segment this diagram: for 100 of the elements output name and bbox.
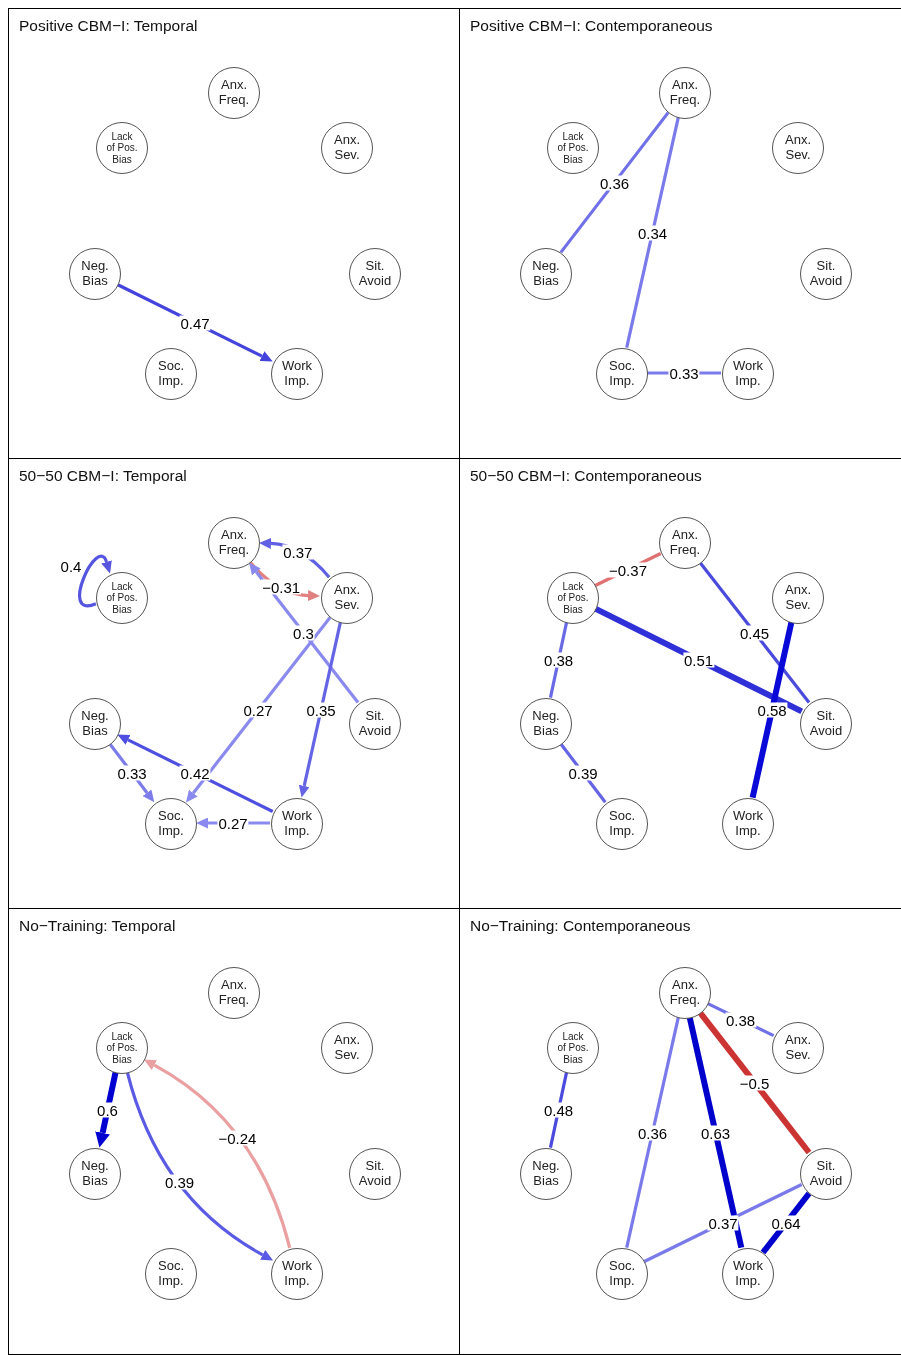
node-circle — [321, 572, 373, 624]
edge-label: 0.38 — [542, 652, 575, 668]
edge-label: −0.5 — [738, 1075, 771, 1090]
node-label: Work Imp. — [731, 1259, 765, 1289]
node-label: Anx. Freq. — [217, 528, 251, 558]
node-label: Neg. Bias — [531, 1159, 561, 1189]
panel-title: 50−50 CBM−I: Contemporaneous — [470, 467, 702, 485]
node-label: Neg. Bias — [531, 709, 561, 739]
edge-label: 0.27 — [242, 702, 274, 718]
node-label: Sit. Avoid — [808, 709, 844, 739]
panel-title: Positive CBM−I: Temporal — [19, 17, 198, 35]
edge-line — [625, 117, 680, 348]
edge-label: 0.33 — [116, 765, 148, 781]
node-circle — [96, 572, 148, 624]
edge-line — [686, 1016, 745, 1249]
node-circle — [596, 1248, 648, 1300]
node-circle — [520, 698, 572, 750]
node-label: Sit. Avoid — [357, 1159, 393, 1189]
node-label: Anx. Freq. — [217, 78, 251, 108]
node-circle — [659, 517, 711, 569]
edge-line — [559, 111, 670, 254]
node-circle — [547, 122, 599, 174]
node-label: Lack of Pos. Bias — [557, 581, 589, 615]
node-label: Soc. Imp. — [157, 1259, 185, 1289]
node-label: Soc. Imp. — [608, 809, 636, 839]
node-label: Soc. Imp. — [608, 359, 636, 389]
edge-label: 0.47 — [179, 315, 211, 331]
arrow — [186, 616, 332, 803]
edge-label: 0.64 — [770, 1215, 802, 1231]
node-label: Anx. Freq. — [217, 978, 251, 1008]
node-circle — [800, 248, 852, 300]
node-circle — [659, 67, 711, 119]
edge-line — [698, 561, 811, 704]
edge-label: 0.42 — [179, 765, 211, 781]
node-circle — [271, 1248, 323, 1300]
node-label: Soc. Imp. — [157, 359, 185, 389]
node-circle — [800, 698, 852, 750]
node-label: Neg. Bias — [80, 259, 110, 289]
node-label: Anx. Freq. — [668, 78, 702, 108]
node-circle — [96, 122, 148, 174]
node-circle — [145, 348, 197, 400]
edge-label: 0.37 — [282, 544, 314, 560]
node-circle — [547, 1022, 599, 1074]
node-circle — [800, 1148, 852, 1200]
arrow — [298, 622, 342, 798]
node-circle — [722, 348, 774, 400]
edge-label: 0.63 — [699, 1125, 732, 1140]
node-circle — [722, 798, 774, 850]
node-label: Work Imp. — [280, 1259, 314, 1289]
edge-line — [749, 621, 795, 799]
node-label: Sit. Avoid — [808, 1159, 844, 1189]
node-label: Work Imp. — [731, 359, 765, 389]
node-circle — [349, 698, 401, 750]
node-label: Anx. Sev. — [784, 133, 812, 163]
node-label: Work Imp. — [280, 359, 314, 389]
edge-label: 0.45 — [738, 625, 771, 640]
node-circle — [145, 798, 197, 850]
edge-line — [760, 1191, 812, 1255]
node-circle — [69, 248, 121, 300]
node-circle — [596, 798, 648, 850]
edge-label: 0.34 — [636, 225, 669, 240]
node-circle — [772, 1022, 824, 1074]
node-circle — [271, 348, 323, 400]
edge-label: 0.36 — [636, 1125, 669, 1140]
edge-label: 0.38 — [724, 1012, 757, 1027]
node-label: Neg. Bias — [531, 259, 561, 289]
node-label: Sit. Avoid — [808, 259, 844, 289]
panel-title: 50−50 CBM−I: Temporal — [19, 467, 187, 485]
node-circle — [208, 517, 260, 569]
edge-label: 0.6 — [96, 1102, 119, 1118]
node-label: Anx. Sev. — [784, 1033, 812, 1063]
node-circle — [321, 122, 373, 174]
arrow — [249, 562, 360, 704]
node-label: Work Imp. — [731, 809, 765, 839]
edge-label: 0.39 — [163, 1174, 196, 1190]
edge-label: −0.37 — [608, 562, 648, 577]
node-circle — [69, 1148, 121, 1200]
node-circle — [520, 248, 572, 300]
node-circle — [659, 967, 711, 1019]
edge-label: 0.35 — [305, 702, 337, 718]
edge-line — [697, 1010, 812, 1155]
node-circle — [69, 698, 121, 750]
node-label: Anx. Freq. — [668, 978, 702, 1008]
panel-title: Positive CBM−I: Contemporaneous — [470, 17, 713, 35]
node-circle — [547, 572, 599, 624]
edge-line — [625, 1017, 680, 1248]
edge-label: 0.58 — [756, 702, 788, 718]
node-circle — [772, 572, 824, 624]
node-label: Anx. Sev. — [784, 583, 812, 613]
node-circle — [520, 1148, 572, 1200]
node-label: Neg. Bias — [80, 1159, 110, 1189]
node-label: Soc. Imp. — [157, 809, 185, 839]
node-label: Sit. Avoid — [357, 259, 393, 289]
edge-label: −0.24 — [217, 1130, 258, 1146]
node-label: Neg. Bias — [80, 709, 110, 739]
node-label: Lack of Pos. Bias — [106, 1031, 138, 1065]
edge-label: 0.51 — [682, 652, 715, 668]
node-circle — [349, 1148, 401, 1200]
node-label: Anx. Freq. — [668, 528, 702, 558]
arrow — [78, 554, 113, 608]
